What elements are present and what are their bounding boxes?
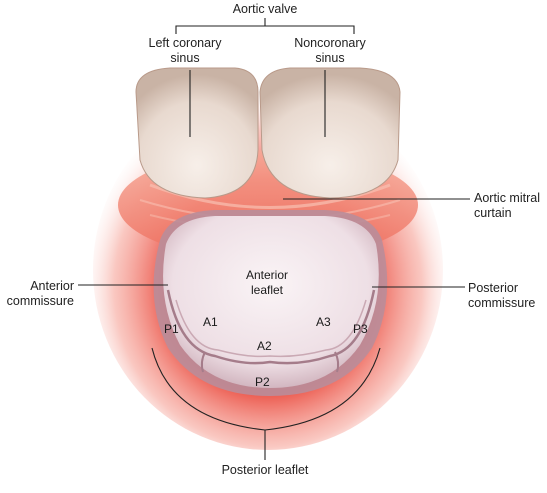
aortic-valve-label: Aortic valve — [232, 2, 298, 16]
posterior-commissure-label: Posterior commissure — [468, 281, 536, 310]
noncoronary-cusp — [259, 67, 401, 199]
anterior-leaflet-label: Anterior leaflet — [245, 268, 289, 297]
segment-a3: A3 — [316, 315, 331, 329]
left-coronary-cusp — [135, 67, 259, 199]
segment-p1: P1 — [164, 322, 179, 336]
anterior-commissure-label: Anterior commissure — [6, 279, 74, 308]
posterior-leaflet-label: Posterior leaflet — [221, 463, 309, 477]
coaptation-line — [166, 289, 376, 365]
aortic-valve-bracket — [175, 18, 355, 34]
segment-a2: A2 — [257, 339, 272, 353]
aortic-mitral-curtain-label: Aortic mitral curtain — [474, 191, 540, 220]
left-coronary-sinus-label: Left coronary sinus — [148, 36, 222, 65]
segment-p2: P2 — [255, 375, 270, 389]
segment-p3: P3 — [353, 322, 368, 336]
anterior-leaflet-shape — [163, 216, 379, 388]
noncoronary-sinus-label: Noncoronary sinus — [294, 36, 366, 65]
leader-lines — [78, 18, 470, 460]
segment-a1: A1 — [203, 315, 218, 329]
